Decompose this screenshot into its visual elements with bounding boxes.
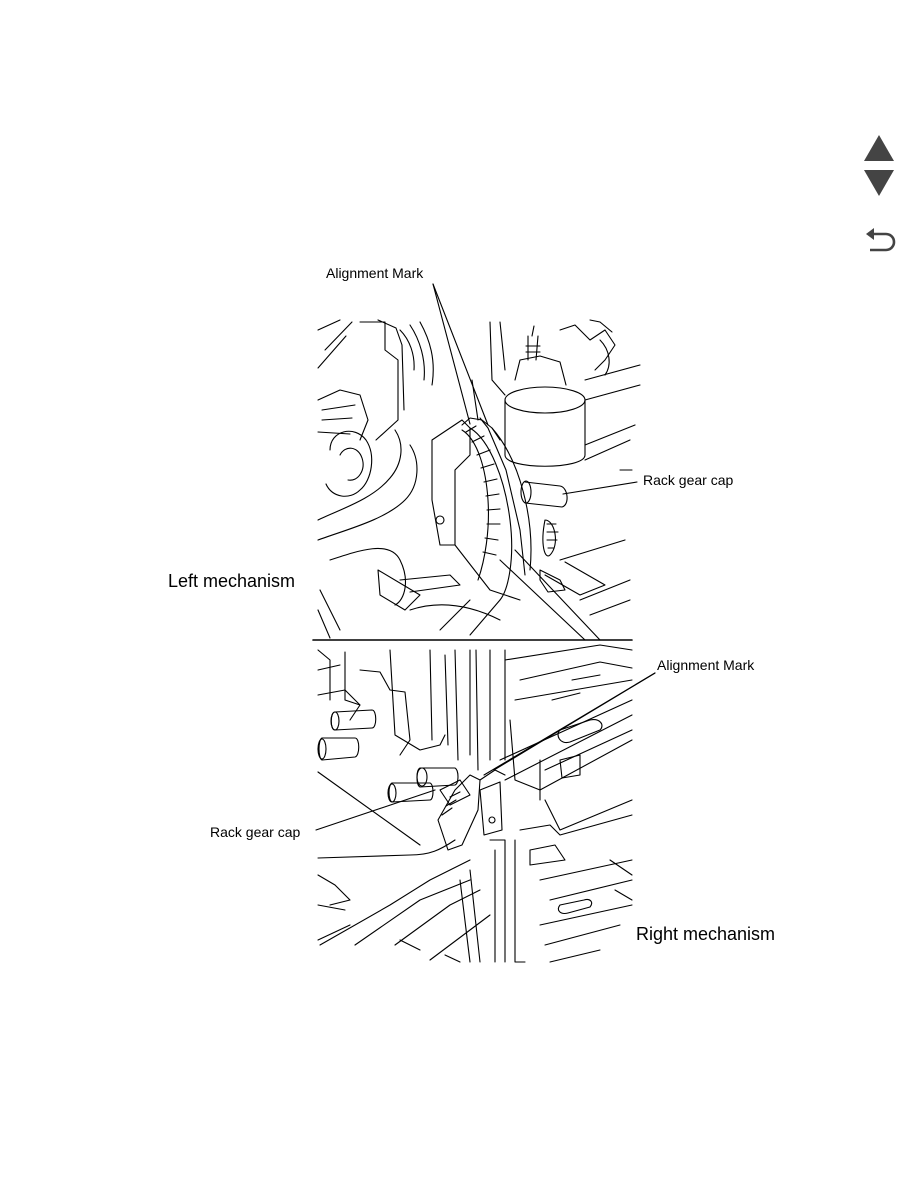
rack-gear-cap-label-top: Rack gear cap [643, 472, 734, 488]
previous-page-button[interactable] [862, 133, 896, 163]
triangle-down-icon [864, 170, 894, 196]
triangle-up-icon [864, 135, 894, 161]
rack-gear-cap-label-bottom: Rack gear cap [210, 824, 301, 840]
back-button[interactable] [862, 225, 898, 253]
left-mechanism-caption: Left mechanism [168, 571, 296, 591]
alignment-mark-label-bottom: Alignment Mark [657, 657, 755, 673]
return-arrow-icon [866, 228, 896, 252]
right-mechanism-caption: Right mechanism [636, 924, 776, 944]
next-page-button[interactable] [862, 168, 896, 198]
alignment-mark-label-top: Alignment Mark [326, 265, 424, 281]
